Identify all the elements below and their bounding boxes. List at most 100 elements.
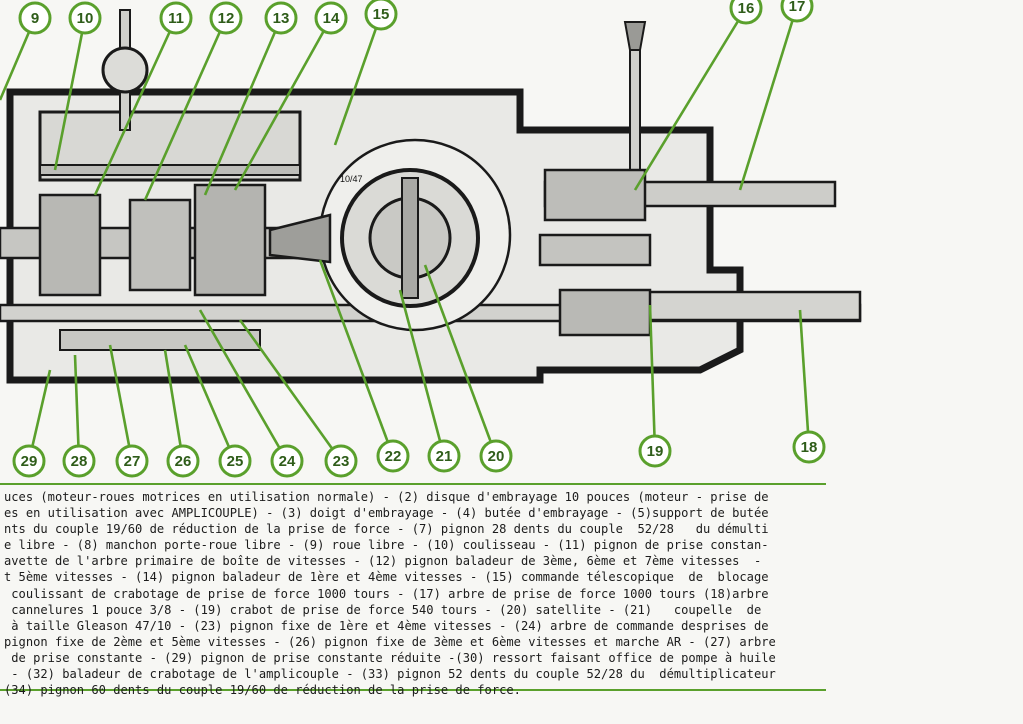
callout-24: 24: [270, 444, 304, 478]
differential-pin: [401, 177, 419, 299]
gear-ratio-label: 10/47: [340, 174, 363, 184]
leader-line-15: [333, 13, 383, 146]
callout-28: 28: [62, 444, 96, 478]
leader-line-21: [398, 289, 446, 457]
leader-line-10: [53, 17, 87, 171]
leader-line-11: [93, 17, 178, 196]
pto-gear-lower: [558, 288, 652, 337]
leader-line-28: [73, 354, 81, 462]
leader-line-12: [143, 17, 228, 201]
gearbox-drawing: 10/47: [0, 9, 862, 384]
callout-number-18: 18: [801, 439, 818, 456]
callout-circle-20: [479, 439, 513, 473]
callout-circle-22: [376, 439, 410, 473]
legend-line-9: à taille Gleason 47/10 - (23) pignon fix…: [4, 618, 769, 633]
callout-13: 13: [264, 1, 298, 35]
callout-number-27: 27: [124, 453, 141, 470]
callout-12: 12: [209, 1, 243, 35]
leader-line-14: [233, 17, 333, 191]
callout-20: 20: [479, 439, 513, 473]
leader-line-26: [163, 349, 185, 462]
callout-circle-9: [18, 1, 52, 35]
legend-line-4: e libre - (8) manchon porte-roue libre -…: [4, 538, 769, 553]
callout-circle-17: [780, 0, 814, 23]
callout-number-13: 13: [273, 10, 290, 27]
callout-circle-24: [270, 444, 304, 478]
callout-circle-21: [427, 439, 461, 473]
leader-line-19: [648, 304, 657, 452]
callout-number-11: 11: [168, 10, 184, 27]
leader-line-20: [423, 264, 498, 457]
callout-circle-11: [159, 1, 193, 35]
leader-line-24: [198, 309, 289, 462]
callout-18: 18: [792, 430, 826, 464]
legend-panel: uces (moteur-roues motrices en utilisati…: [0, 483, 826, 697]
callout-number-28: 28: [71, 453, 88, 470]
callout-26: 26: [166, 444, 200, 478]
legend-line-10: pignon fixe de 2ème et 5ème vitesses - (…: [4, 634, 776, 649]
callout-circle-19: [638, 434, 672, 468]
callout-number-26: 26: [175, 453, 192, 470]
callout-10: 10: [68, 1, 102, 35]
callout-number-20: 20: [488, 448, 505, 465]
callout-circle-29: [12, 444, 46, 478]
callout-circle-16: [729, 0, 763, 25]
callout-number-14: 14: [323, 10, 340, 27]
callout-16: 16: [729, 0, 763, 25]
leader-line-22: [318, 259, 395, 457]
upper-rod: [39, 164, 301, 176]
callout-number-15: 15: [373, 6, 390, 23]
callout-21: 21: [427, 439, 461, 473]
callout-circle-13: [264, 1, 298, 35]
legend-line-11: de prise constante - (29) pignon de pris…: [4, 650, 776, 665]
callout-circle-14: [314, 1, 348, 35]
callout-number-9: 9: [31, 10, 39, 27]
leader-line-25: [183, 344, 237, 462]
callout-number-22: 22: [385, 448, 402, 465]
callout-number-21: 21: [436, 448, 453, 465]
callout-number-17: 17: [789, 0, 806, 15]
callout-number-10: 10: [77, 10, 94, 27]
callout-circle-28: [62, 444, 96, 478]
callout-circle-15: [364, 0, 398, 31]
pto-output-shaft: [618, 290, 862, 322]
gearbox-cutaway-diagram: 10/47 9 10 11 12 13 14 15 16 17 29 28 27 26 25 24 23 22 2…: [0, 0, 862, 478]
callout-number-16: 16: [738, 0, 755, 17]
leader-line-23: [238, 319, 343, 462]
callout-17: 17: [780, 0, 814, 23]
gear-block-1: [38, 193, 102, 297]
callout-circle-18: [792, 430, 826, 464]
gear-block-3: [193, 183, 267, 297]
callout-circle-27: [115, 444, 149, 478]
callout-11: 11: [159, 1, 193, 35]
legend-line-7: coulissant de crabotage de prise de forc…: [4, 586, 769, 601]
callout-circle-26: [166, 444, 200, 478]
callout-circle-23: [324, 444, 358, 478]
legend-line-12: - (32) baladeur de crabotage de l'amplic…: [4, 667, 776, 682]
callout-number-24: 24: [279, 453, 296, 470]
callout-circle-25: [218, 444, 252, 478]
callout-9: 9: [18, 1, 52, 35]
legend-line-6: t 5ème vitesses - (14) pignon baladeur d…: [4, 570, 769, 585]
callout-markers: 9 10 11 12 13 14 15 16 17 29 28 27 26 25 24 23 22 21 20 19 1…: [12, 0, 826, 478]
callout-number-23: 23: [333, 453, 350, 470]
leader-line-27: [108, 344, 134, 462]
callout-number-19: 19: [647, 443, 664, 460]
callout-23: 23: [324, 444, 358, 478]
legend-line-1: uces (moteur-roues motrices en utilisati…: [4, 490, 769, 504]
legend-line-5: avette de l'arbre primaire de boîte de v…: [4, 554, 762, 569]
callout-15: 15: [364, 0, 398, 31]
callout-29: 29: [12, 444, 46, 478]
legend-line-13: (34) pignon 60 dents du couple 19/60 de …: [4, 683, 521, 698]
pto-gear-upper: [543, 168, 647, 222]
legend-line-8: cannelures 1 pouce 3/8 - (19) crabot de …: [4, 602, 762, 617]
gear-block-2: [128, 198, 192, 292]
callout-number-12: 12: [218, 10, 235, 27]
callout-number-25: 25: [227, 453, 244, 470]
callout-circle-12: [209, 1, 243, 35]
pto-lever-grip: [623, 21, 647, 51]
callout-circle-10: [68, 1, 102, 35]
callout-19: 19: [638, 434, 672, 468]
leader-line-18: [798, 309, 811, 448]
leader-line-17: [738, 5, 799, 191]
